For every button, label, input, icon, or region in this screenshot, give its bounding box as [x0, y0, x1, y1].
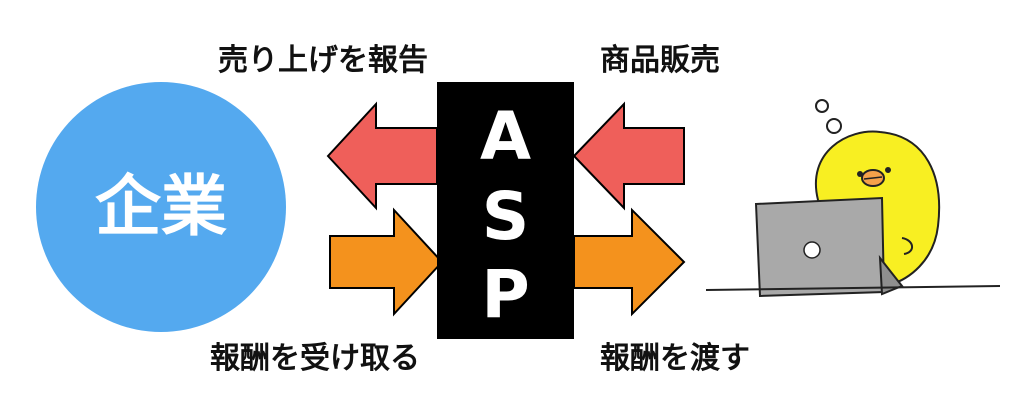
arrow-report-to-company [326, 101, 438, 211]
label-pay-reward: 報酬を渡す [600, 341, 750, 376]
label-report-sales: 売り上げを報告 [218, 43, 428, 78]
arrow-sale-to-asp [572, 101, 685, 211]
company-circle: 企業 [36, 82, 286, 332]
arrow-reward-to-asp [329, 207, 444, 317]
asp-letter-s: S [481, 178, 530, 255]
asp-letter-a: A [479, 98, 532, 175]
label-product-sales: 商品販売 [600, 43, 720, 78]
label-receive-reward: 報酬を受け取る [210, 341, 420, 376]
company-label: 企業 [95, 168, 227, 245]
asp-box [437, 82, 574, 339]
chick-laptop-icon [705, 99, 1001, 298]
asp-letter-p: P [481, 256, 530, 333]
arrow-reward-to-affiliate [573, 207, 686, 317]
